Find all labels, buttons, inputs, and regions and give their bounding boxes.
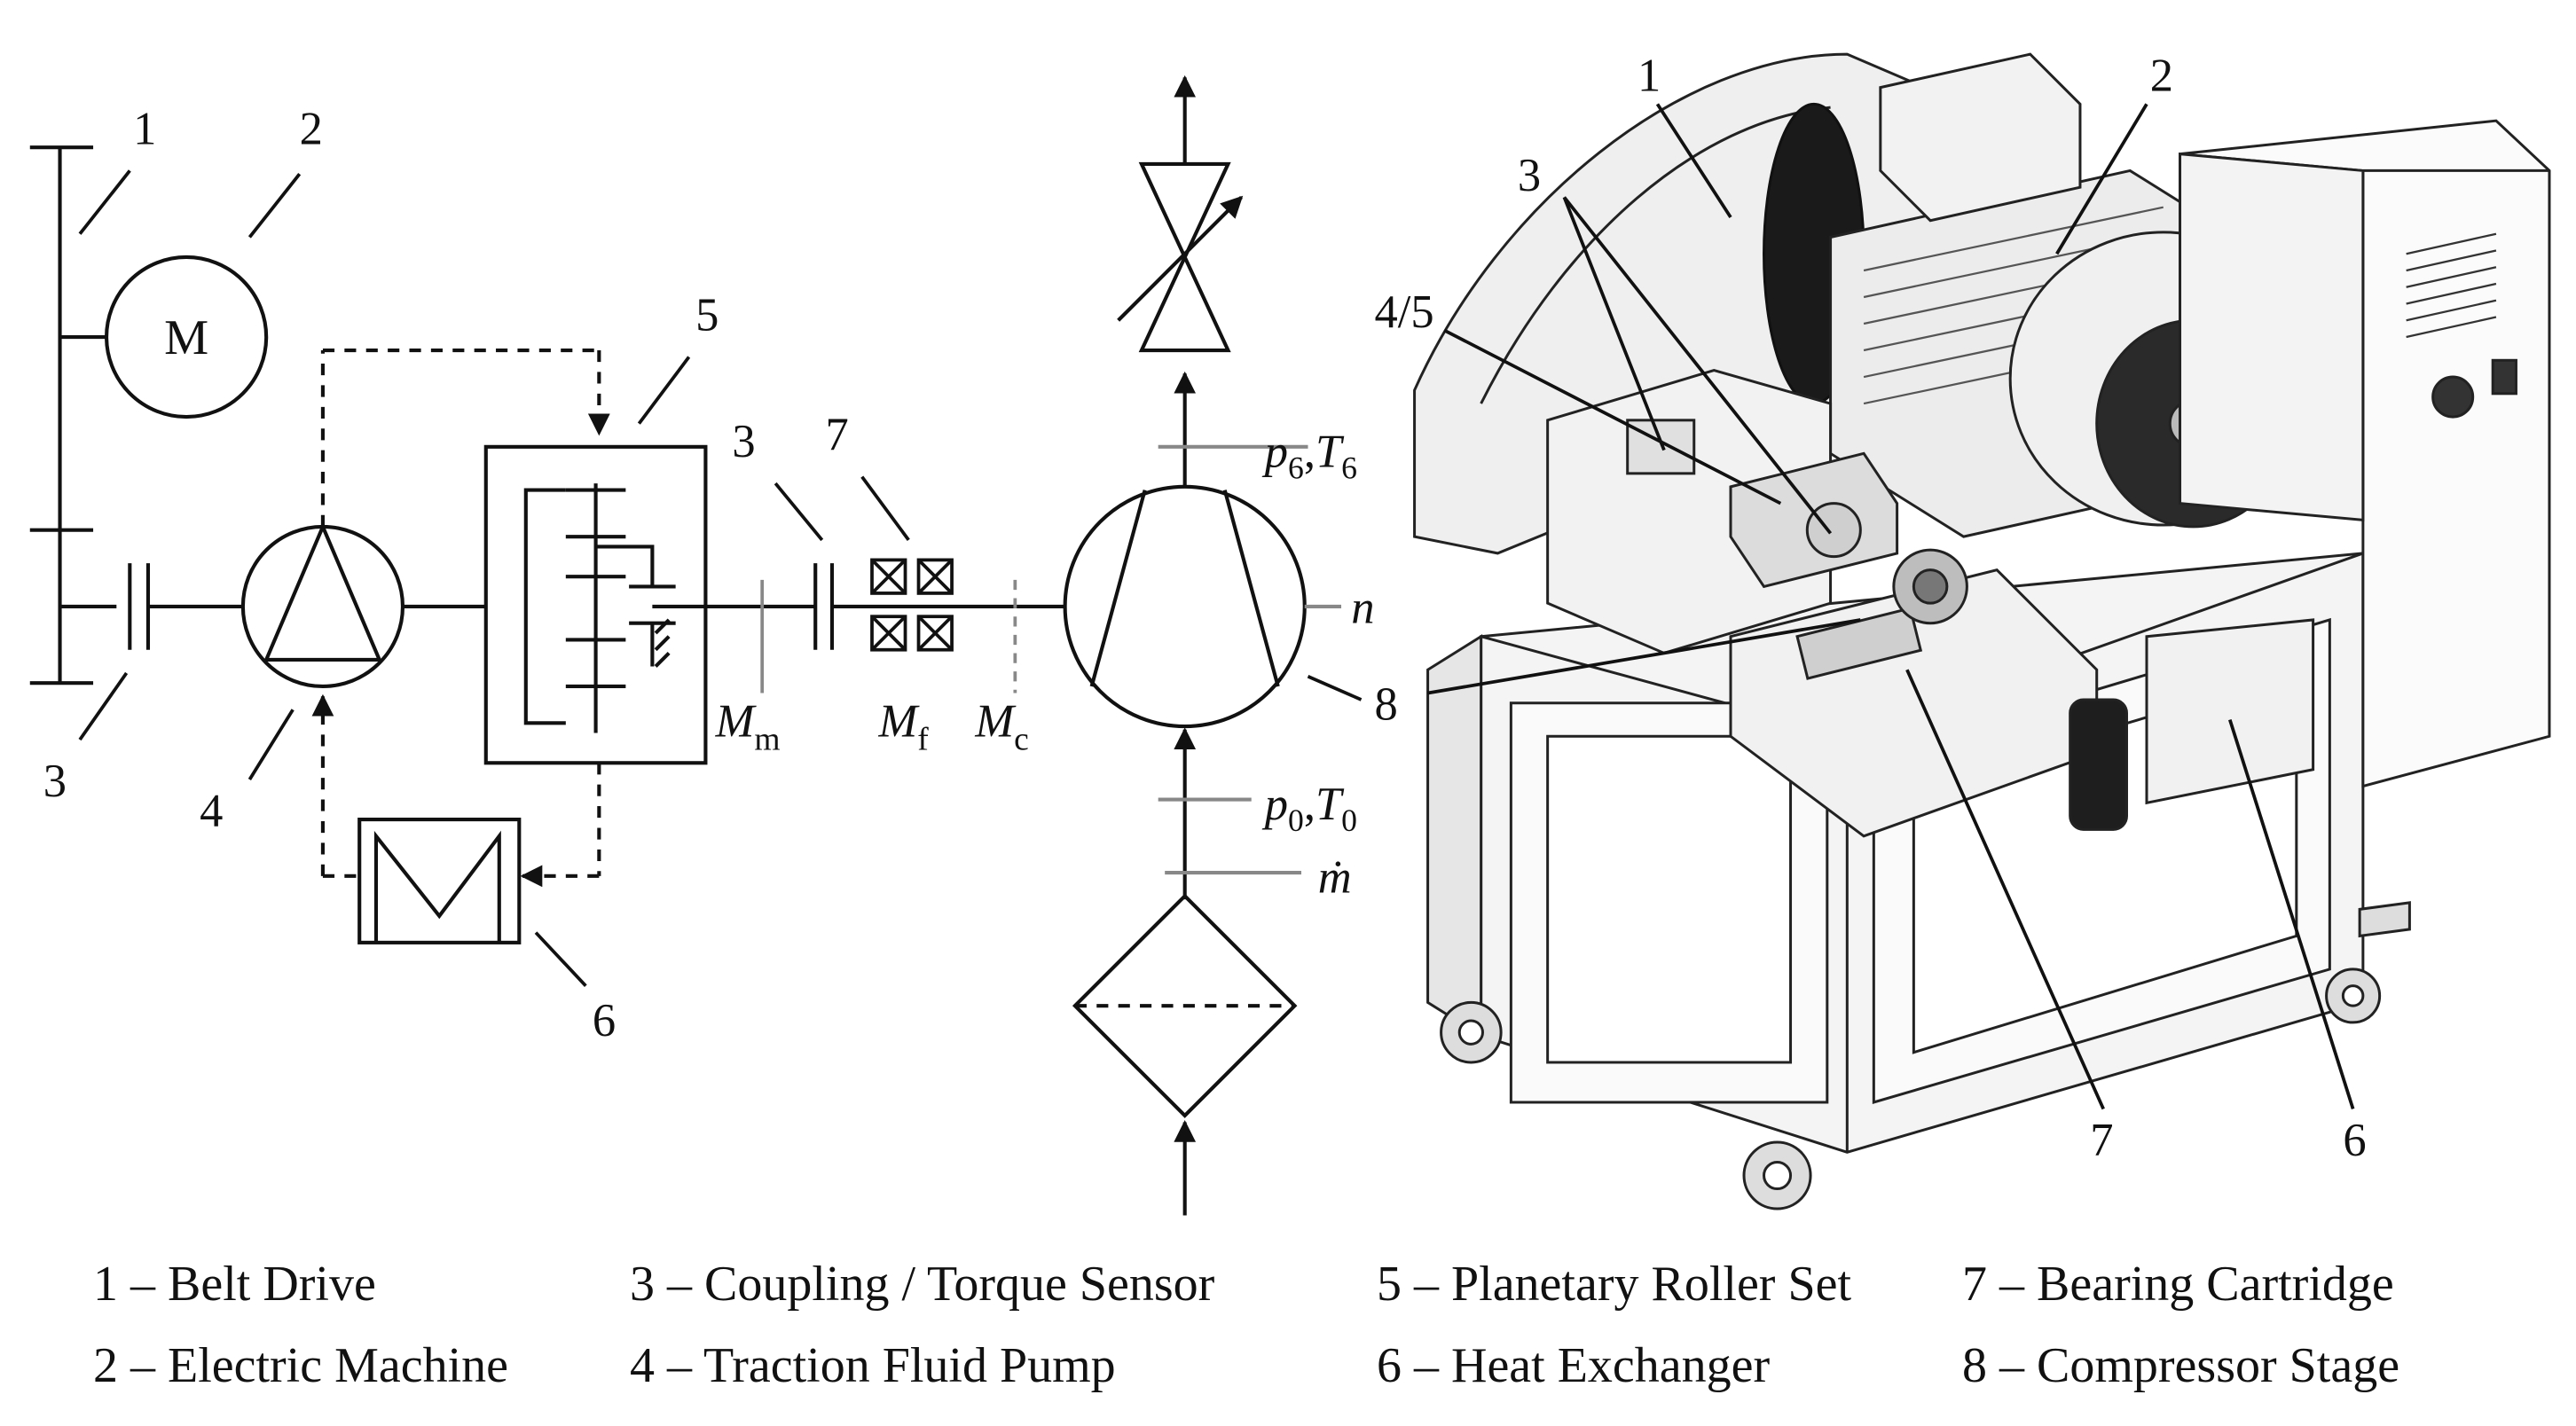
schematic-leaders bbox=[78, 169, 1363, 987]
label-torque-compressor: Mc bbox=[974, 695, 1028, 757]
callout-3-left: 3 bbox=[43, 756, 67, 807]
rig-casters bbox=[1440, 901, 2411, 1211]
legend-item-8: 8 – Compressor Stage bbox=[1962, 1338, 2400, 1393]
pump-symbol bbox=[240, 348, 610, 878]
legend-item-3: 3 – Coupling / Torque Sensor bbox=[630, 1257, 1215, 1312]
heat-exchanger-symbol bbox=[357, 817, 522, 944]
label-torque-friction: Mf bbox=[878, 695, 930, 757]
belt-drive-symbol bbox=[29, 145, 117, 686]
callout-4-5-render: 4/5 bbox=[1375, 286, 1434, 338]
callout-3-right: 3 bbox=[732, 416, 755, 467]
callout-2-schematic: 2 bbox=[300, 103, 323, 154]
callout-2-render: 2 bbox=[2150, 50, 2173, 101]
label-mass-flow: ṁ bbox=[1318, 852, 1352, 904]
coupling-right-symbol bbox=[813, 563, 1065, 650]
control-cabinet bbox=[2179, 119, 2551, 788]
legend-item-7: 7 – Bearing Cartridge bbox=[1962, 1257, 2394, 1312]
inlet-filter-symbol bbox=[1072, 727, 1302, 1216]
compressor-stage-render bbox=[1729, 548, 2099, 838]
legend-item-5: 5 – Planetary Roller Set bbox=[1377, 1257, 1852, 1312]
rendering-leaders bbox=[1427, 103, 2355, 1110]
test-rig-rendering bbox=[1413, 52, 2551, 1211]
callout-6-schematic: 6 bbox=[593, 995, 616, 1046]
rendering-labels: 1 2 3 4/5 7 6 bbox=[1375, 50, 2367, 1166]
outlet-valve-symbol bbox=[1117, 74, 1308, 487]
legend-item-4: 4 – Traction Fluid Pump bbox=[630, 1338, 1116, 1393]
legend-item-6: 6 – Heat Exchanger bbox=[1377, 1338, 1771, 1393]
schematic bbox=[29, 74, 1363, 1216]
coupling-left-symbol bbox=[128, 563, 243, 650]
callout-6-render: 6 bbox=[2343, 1115, 2366, 1166]
callout-1-schematic: 1 bbox=[133, 103, 156, 154]
label-speed-n: n bbox=[1351, 583, 1374, 634]
callout-5: 5 bbox=[695, 290, 719, 341]
bearing-cartridge-symbol bbox=[870, 558, 954, 652]
compressor-symbol bbox=[1063, 484, 1342, 729]
planetary-roller-symbol bbox=[483, 444, 816, 888]
legend-item-1: 1 – Belt Drive bbox=[93, 1257, 376, 1312]
callout-8: 8 bbox=[1375, 679, 1398, 731]
heat-exchanger-render bbox=[2069, 618, 2315, 831]
callout-4: 4 bbox=[200, 786, 223, 837]
label-torque-motor: Mm bbox=[715, 695, 781, 757]
label-outlet-p6-t6: p6,T6 bbox=[1261, 426, 1357, 485]
callout-7-render: 7 bbox=[2090, 1115, 2113, 1166]
motor-symbol-label: M bbox=[164, 310, 208, 365]
drive-unit-render bbox=[1546, 368, 1899, 655]
label-inlet-p0-t0: p0,T0 bbox=[1261, 779, 1357, 838]
callout-3-render: 3 bbox=[1518, 150, 1541, 201]
callout-7-schematic: 7 bbox=[825, 410, 848, 461]
legend-item-2: 2 – Electric Machine bbox=[93, 1338, 509, 1393]
electric-machine-symbol bbox=[104, 255, 269, 419]
callout-1-render: 1 bbox=[1637, 50, 1661, 101]
schematic-labels: 1 2 M 3 4 5 6 3 7 8 Mm Mf Mc p6,T6 n p0,… bbox=[43, 103, 1398, 1046]
